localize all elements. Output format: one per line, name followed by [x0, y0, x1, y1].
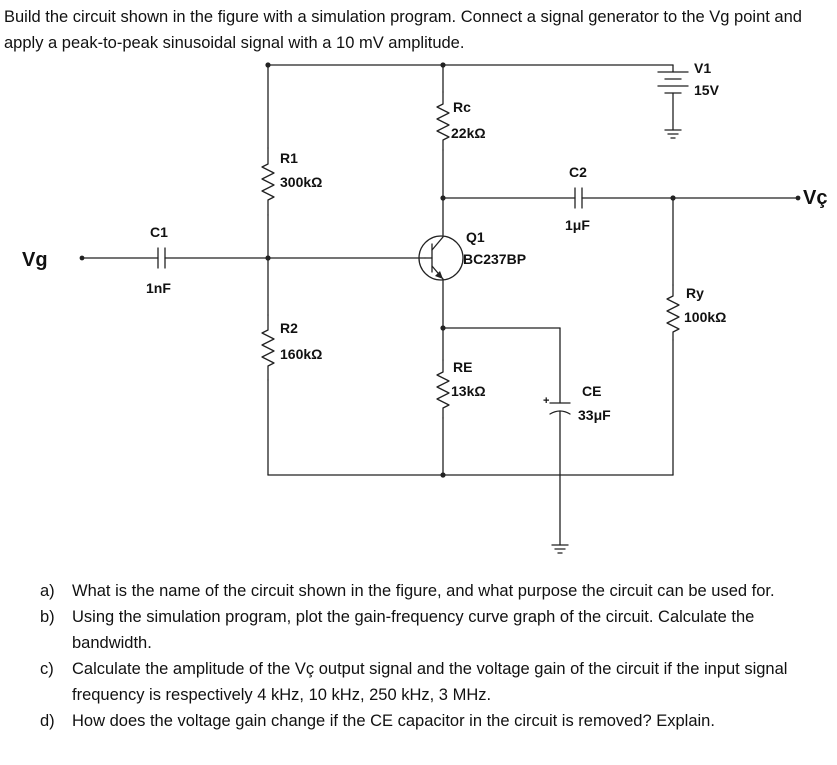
- rc-value-label: 22kΩ: [451, 125, 486, 141]
- vc-label: Vç: [803, 187, 827, 209]
- q1-emitter-arrow: [435, 271, 443, 279]
- rc-name-label: Rc: [453, 99, 471, 115]
- ce-polarity-label: +: [543, 395, 549, 407]
- question-text: Calculate the amplitude of the Vç output…: [72, 660, 788, 704]
- question-text: Using the simulation program, plot the g…: [72, 608, 755, 652]
- junction-bottom-mid: [440, 472, 446, 478]
- v1-name-label: V1: [694, 60, 711, 76]
- ce-name-label: CE: [582, 383, 601, 399]
- question-item: c) Calculate the amplitude of the Vç out…: [40, 656, 835, 708]
- c2-name-label: C2: [569, 164, 587, 180]
- question-item: a) What is the name of the circuit shown…: [40, 578, 835, 604]
- question-letter: c): [40, 660, 54, 678]
- re-name-label: RE: [453, 359, 472, 375]
- rc-resistor-symbol: [436, 91, 450, 151]
- question-list: a) What is the name of the circuit shown…: [40, 578, 835, 734]
- question-letter: d): [40, 712, 55, 730]
- q1-transistor-symbol: [418, 235, 464, 281]
- r2-resistor-symbol: [261, 314, 275, 381]
- question-letter: b): [40, 608, 55, 626]
- q1-collector-lead: [431, 236, 444, 251]
- question-text: How does the voltage gain change if the …: [72, 712, 715, 730]
- question-letter: a): [40, 582, 55, 600]
- junction-output: [670, 195, 676, 201]
- junction-top-mid: [440, 62, 446, 68]
- question-item: d) How does the voltage gain change if t…: [40, 708, 835, 734]
- vc-terminal: [795, 195, 801, 201]
- junction-top-left: [265, 62, 271, 68]
- ry-value-label: 100kΩ: [684, 309, 726, 325]
- question-text: What is the name of the circuit shown in…: [72, 582, 775, 600]
- r1-name-label: R1: [280, 150, 298, 166]
- ry-resistor-symbol: [666, 284, 680, 341]
- r2-name-label: R2: [280, 320, 298, 336]
- r1-value-label: 300kΩ: [280, 174, 322, 190]
- c1-name-label: C1: [150, 224, 168, 240]
- vg-label: Vg: [22, 249, 48, 271]
- q1-value-label: BC237BP: [463, 251, 526, 267]
- junction-emitter: [440, 325, 446, 331]
- question-item: b) Using the simulation program, plot th…: [40, 604, 835, 656]
- circuit-diagram: Vg Vç V1 15V Rc 22kΩ R1 300kΩ C2 1μF C1 …: [22, 60, 827, 554]
- problem-intro: Build the circuit shown in the figure wi…: [4, 8, 802, 52]
- junction-base: [265, 255, 271, 261]
- r1-resistor-symbol: [261, 147, 275, 216]
- ce-value-label: 33μF: [578, 407, 611, 423]
- v1-value-label: 15V: [694, 82, 720, 98]
- c2-value-label: 1μF: [565, 217, 590, 233]
- junction-collector: [440, 195, 446, 201]
- r2-value-label: 160kΩ: [280, 346, 322, 362]
- vg-terminal: [79, 255, 85, 261]
- c1-value-label: 1nF: [146, 280, 171, 296]
- q1-name-label: Q1: [466, 229, 485, 245]
- re-value-label: 13kΩ: [451, 383, 486, 399]
- ry-name-label: Ry: [686, 285, 704, 301]
- re-resistor-symbol: [436, 359, 450, 419]
